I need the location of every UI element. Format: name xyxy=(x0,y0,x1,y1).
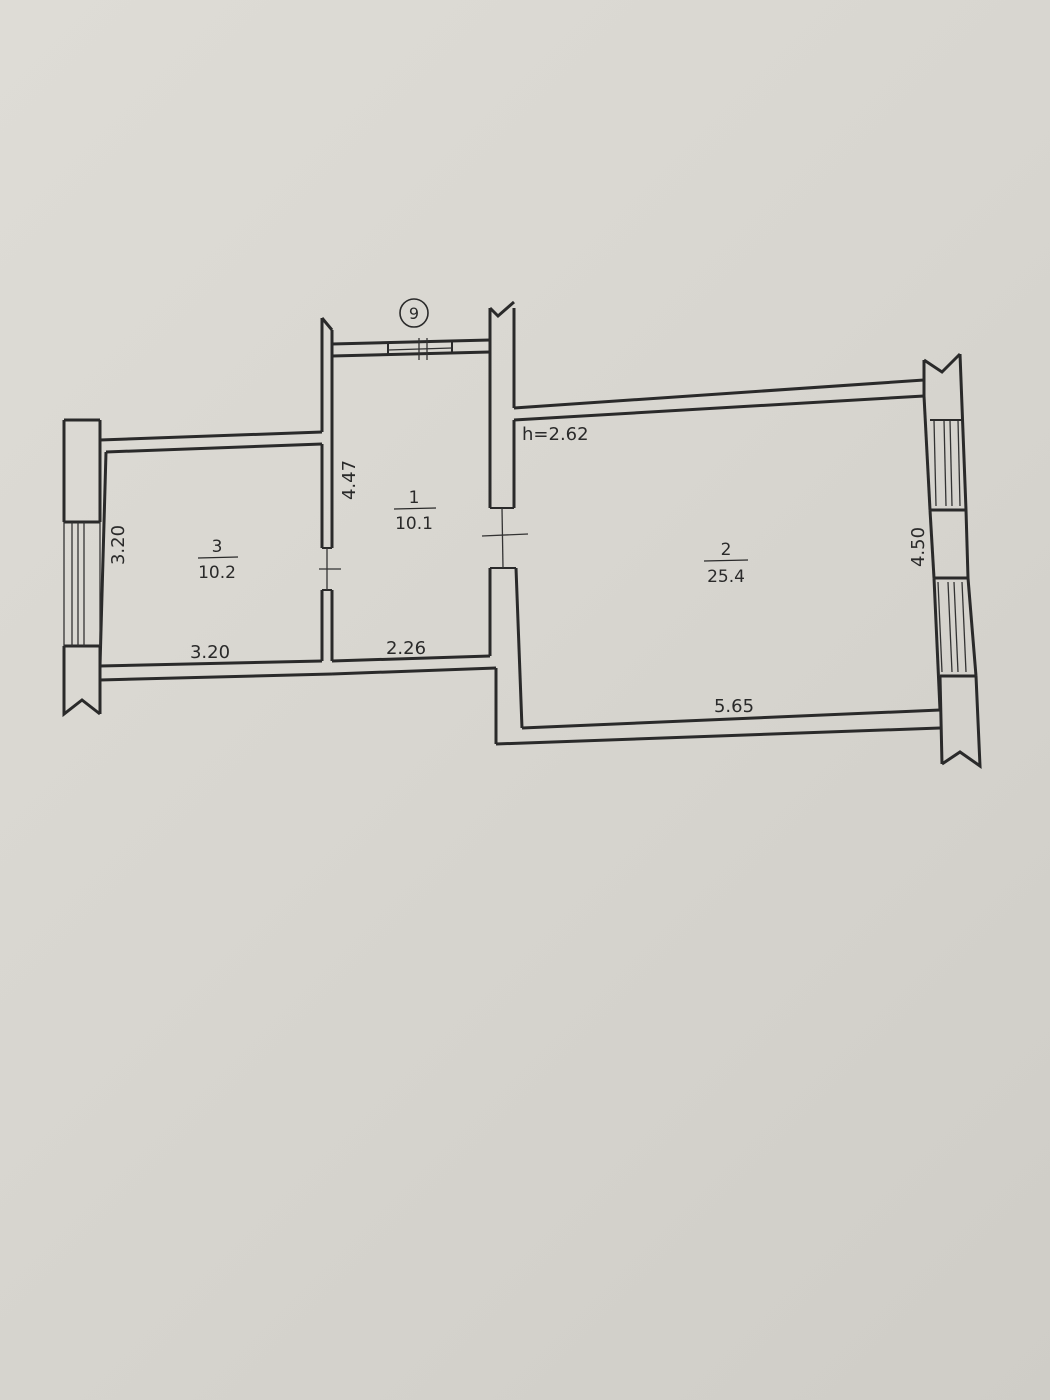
room-2-label: 2 25.4 xyxy=(703,540,749,587)
room-2-windows xyxy=(930,419,967,673)
room-1-label: 1 10.1 xyxy=(393,488,437,534)
room-1-length-dimension: 4.47 xyxy=(339,460,360,500)
room-3-length-dimension: 3.20 xyxy=(108,525,129,565)
ceiling-height-label: h=2.62 xyxy=(522,424,589,445)
room-3-number: 3 xyxy=(212,537,223,557)
room-1-width-dimension: 2.26 xyxy=(386,638,426,659)
room-2-width-dimension: 5.65 xyxy=(714,696,754,717)
room-3-width-dimension: 3.20 xyxy=(190,642,230,663)
room-2-area: 25.4 xyxy=(707,567,745,587)
room-3-label: 3 10.2 xyxy=(197,537,239,583)
room-1-number: 1 xyxy=(409,488,420,508)
room-3-area: 10.2 xyxy=(198,563,236,583)
section-marker: 9 xyxy=(399,298,429,328)
partition-1-2 xyxy=(481,300,529,744)
room-3-walls xyxy=(62,418,333,718)
room-1-area: 10.1 xyxy=(395,514,433,534)
room-3-window xyxy=(63,522,101,646)
room-1-walls xyxy=(319,317,497,676)
section-marker-label: 9 xyxy=(409,304,419,323)
room-2-number: 2 xyxy=(721,540,732,560)
room-2-walls xyxy=(495,352,982,769)
room-2-length-dimension: 4.50 xyxy=(908,527,929,567)
